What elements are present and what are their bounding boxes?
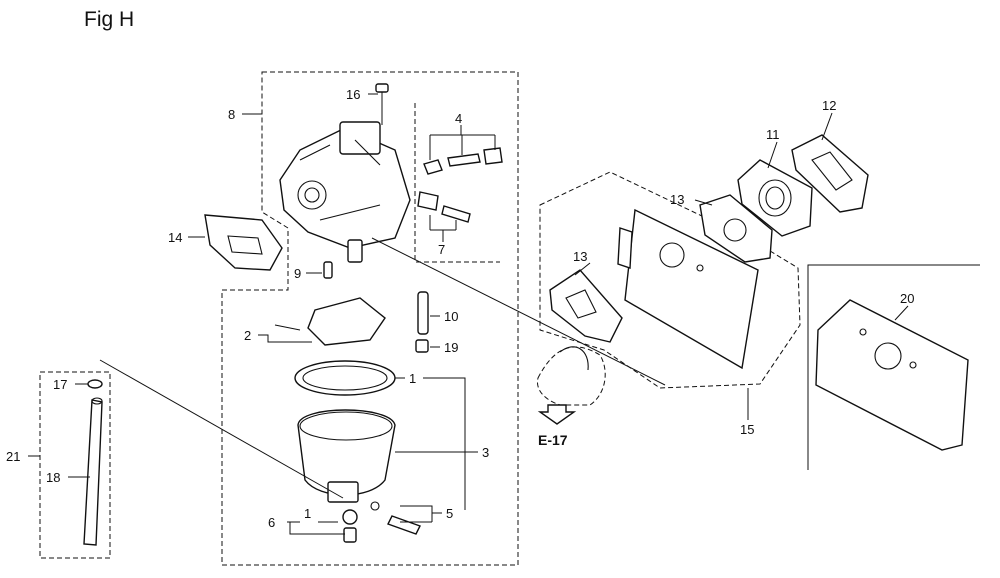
callout-17: 17	[53, 377, 67, 392]
hose-clip-17	[87, 379, 103, 389]
group-boundary-filter	[807, 264, 980, 470]
callout-12: 12	[822, 98, 836, 113]
float-2	[274, 297, 386, 346]
leader-lines	[28, 93, 909, 535]
gasket-13-lower	[549, 269, 623, 343]
group-boundary-jets	[414, 103, 500, 263]
callout-16: 16	[346, 87, 360, 102]
gasket-12	[791, 134, 869, 213]
callout-21: 21	[6, 449, 20, 464]
drain-screw-10	[417, 291, 429, 335]
gasket-14	[204, 214, 283, 271]
callout-1-lower: 1	[304, 506, 311, 521]
callout-6: 6	[268, 515, 275, 530]
callout-1-upper: 1	[409, 371, 416, 386]
carburetor-body	[279, 121, 411, 263]
fuel-hose-18	[83, 397, 103, 546]
screw-16	[375, 83, 389, 125]
float-chamber-3	[297, 409, 396, 503]
gasket-20	[815, 299, 969, 451]
jet-parts	[417, 147, 503, 223]
callout-3: 3	[482, 445, 489, 460]
callout-2: 2	[244, 328, 251, 343]
callout-13-upper: 13	[670, 192, 684, 207]
callout-11: 11	[766, 127, 780, 142]
callout-14: 14	[168, 230, 182, 245]
callout-9: 9	[294, 266, 301, 281]
callout-15: 15	[740, 422, 754, 437]
callout-20: 20	[900, 291, 914, 306]
callout-7: 7	[438, 242, 445, 257]
reference-arrow-icon	[537, 404, 577, 425]
float-needle-9	[323, 261, 333, 279]
callout-19: 19	[444, 340, 458, 355]
reference-label: E-17	[538, 432, 568, 448]
callout-10: 10	[444, 309, 458, 324]
chamber-bolt	[342, 501, 421, 543]
figure-title: Fig H	[84, 8, 135, 31]
callout-8: 8	[228, 107, 235, 122]
insulator-plate-15	[624, 208, 759, 370]
callout-18: 18	[46, 470, 60, 485]
group-boundary-hose	[39, 371, 111, 559]
gasket-13-upper	[699, 194, 773, 263]
group-boundary-carburetor	[221, 71, 519, 566]
group-boundary-plate	[539, 171, 801, 389]
callout-5: 5	[446, 506, 453, 521]
insulator-11	[737, 159, 813, 237]
callout-4: 4	[455, 111, 462, 126]
seal-19	[415, 339, 429, 353]
reference-hose-outline	[536, 346, 606, 406]
callout-13-lower: 13	[573, 249, 587, 264]
